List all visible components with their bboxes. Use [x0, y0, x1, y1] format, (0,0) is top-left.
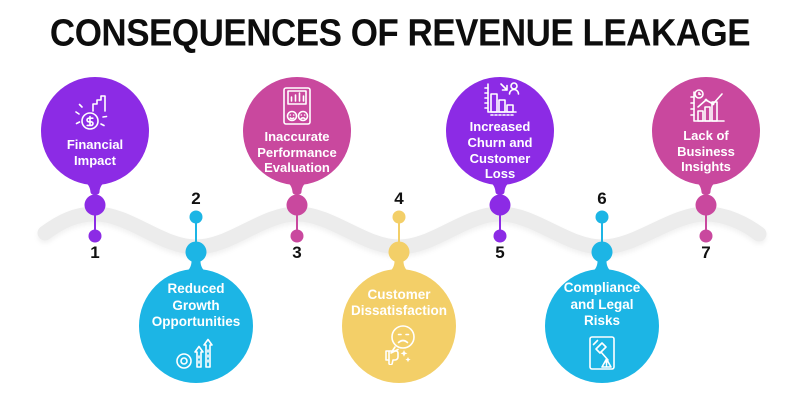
insights-chart-clock-icon: [690, 88, 725, 122]
step-bubble: Financial Impact: [41, 77, 149, 185]
connector-drop: [482, 179, 518, 243]
connector-drop: [178, 210, 214, 275]
step-number: 1: [90, 243, 100, 262]
step-number: 7: [701, 243, 711, 262]
step-number: 2: [191, 189, 201, 208]
page-title: CONSEQUENCES OF REVENUE LEAKAGE: [49, 12, 751, 55]
gavel-document-icon: [589, 335, 615, 370]
step-label: Lack of Business Insights: [677, 127, 735, 175]
churn-chart-person-icon: [484, 81, 520, 116]
step-number: 3: [292, 243, 302, 262]
financial-impact-icon: [75, 94, 108, 130]
step-label: Inaccurate Performance Evaluation: [257, 128, 337, 176]
step-number: 4: [394, 189, 404, 208]
connector-drop: [584, 210, 620, 275]
step-bubble: Increased Churn and Customer Loss: [446, 77, 554, 185]
connector-drop: [77, 179, 113, 243]
performance-report-icon: [283, 86, 311, 125]
step-bubble: Customer Dissatisfaction: [342, 269, 456, 383]
step-label: Financial Impact: [66, 136, 124, 168]
step-bubble: Inaccurate Performance Evaluation: [243, 77, 351, 185]
connector-drop: [279, 179, 315, 243]
connector-drop: [381, 210, 417, 275]
step-number: 5: [495, 243, 505, 262]
step-label: Increased Churn and Customer Loss: [467, 118, 533, 182]
step-bubble: Reduced Growth Opportunities: [139, 269, 253, 383]
step-bubble: Compliance and Legal Risks: [545, 269, 659, 383]
step-label: Reduced Growth Opportunities: [151, 281, 241, 330]
step-number: 6: [597, 189, 607, 208]
step-label: Customer Dissatisfaction: [350, 286, 448, 318]
connector-drop: [688, 179, 724, 243]
step-label: Compliance and Legal Risks: [563, 280, 641, 329]
sad-face-thumbs-down-icon: [385, 325, 415, 366]
step-bubble: Lack of Business Insights: [652, 77, 760, 185]
growth-arrows-coin-icon: [176, 338, 213, 369]
